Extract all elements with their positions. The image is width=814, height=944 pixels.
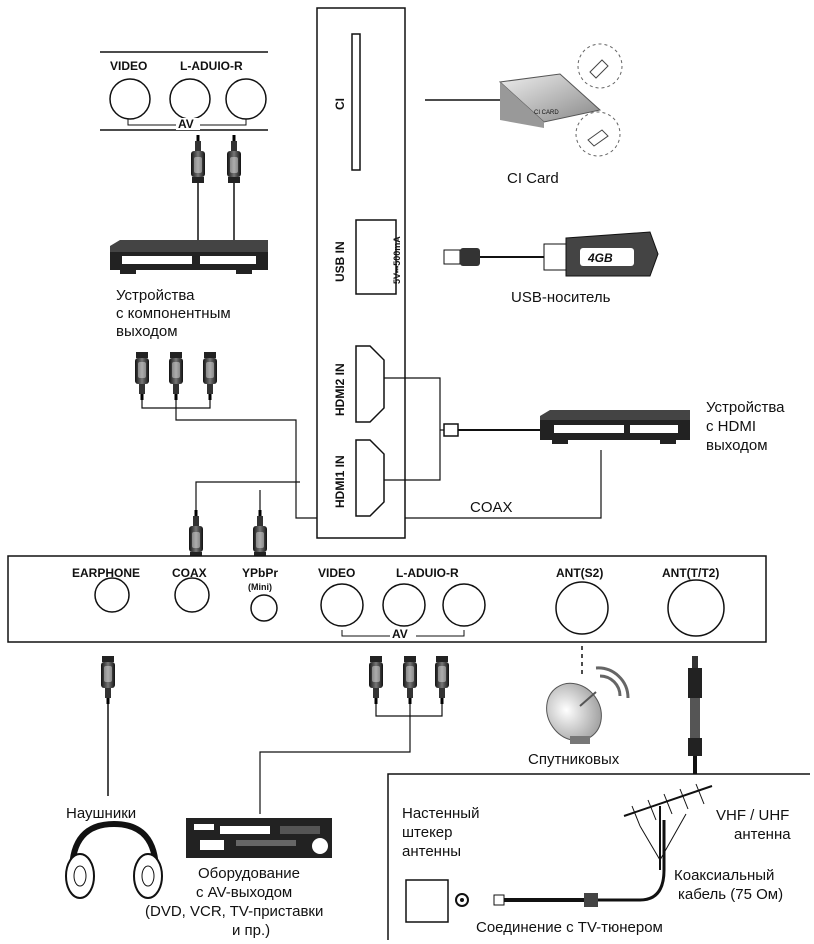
rca-plug-icon [169,352,183,400]
coax-label: COAX [172,566,207,580]
hdmi2-label: HDMI2 IN [333,363,347,416]
rca-plug-icon [203,352,217,400]
rca-plug-icon [403,656,417,704]
top-video-label: VIDEO [110,59,147,73]
av-equipment-label-2: с AV-выходом [196,884,292,901]
top-av-panel: VIDEO L-ADUIO-R AV [100,51,268,131]
top-av-group-label: AV [178,117,194,131]
component-device-icon [110,240,268,274]
cable-label-1: Коаксиальный [674,867,774,884]
bottom-av-group-label: AV [392,627,408,641]
usb-in-label: USB IN [333,241,347,282]
satellite-label: Спутниковых [528,751,620,768]
bottom-video-jack[interactable] [320,583,364,627]
antenna-plug-icon [688,656,702,756]
hdmi-plug-icon [443,423,459,437]
vhf-label-2: антенна [734,826,791,843]
coax-cable-label: COAX [470,499,513,516]
ci-card-icon: CI CARD [498,43,623,157]
coax-cable-icon [493,820,666,907]
component-device-label-1: Устройства [116,287,195,304]
bottom-video-label: VIDEO [318,566,355,580]
vhf-label-1: VHF / UHF [716,807,789,824]
earphone-plug-icon [101,656,115,704]
rca-plug-icon [189,510,203,558]
hdmi-device-icon [540,410,690,444]
ci-card-label: CI Card [507,170,559,187]
headphones-label: Наушники [66,805,136,822]
component-device-label-2: с компонентным [116,305,231,322]
ant-t-jack[interactable] [667,579,725,637]
hdmi-device-label-1: Устройства [706,399,785,416]
hdmi-device-label-3: выходом [706,437,768,454]
usb-rating-label: 5V⎓500mA [392,236,402,284]
cable-label-2: кабель (75 Ом) [678,886,783,903]
ant-s2-jack[interactable] [555,581,609,635]
top-audio-label: L-ADUIO-R [180,59,243,73]
av-equipment-label-3: (DVD, VCR, TV-приставки [145,903,323,920]
ci-slot-label: CI [333,98,347,110]
hdmi2-port[interactable] [355,345,385,423]
rca-plug-icon [369,656,383,704]
hdmi1-port[interactable] [355,439,385,517]
vhf-uhf-antenna-icon [623,783,713,870]
ant-s2-label: ANT(S2) [556,566,603,580]
ant-t-label: ANT(T/T2) [662,566,719,580]
hdmi1-label: HDMI1 IN [333,455,347,508]
wall-socket-icon [405,879,449,923]
earphone-jack[interactable] [94,577,130,613]
satellite-dish-icon [546,666,630,744]
wall-socket-label-1: Настенный [402,805,479,822]
earphone-label: EARPHONE [72,566,140,580]
antenna-box [387,773,810,940]
usb-media-label: USB-носитель [511,289,611,306]
usb-stick-icon: 4GB [443,231,659,277]
tuner-connection-label: Соединение с TV-тюнером [476,919,663,936]
top-audio-right-jack[interactable] [225,78,267,120]
hdmi-device-label-2: с HDMI [706,418,756,435]
rca-plug-icon [191,135,205,183]
rca-plug-icon [435,656,449,704]
top-video-jack[interactable] [109,78,151,120]
headphones-icon [65,820,163,899]
ypbpr-label: YPbPr [242,566,278,580]
top-audio-left-jack[interactable] [169,78,211,120]
ypbpr-jack[interactable] [250,594,278,622]
rca-plug-icon [135,352,149,400]
dvd-player-icon [186,818,332,858]
bottom-audio-right-jack[interactable] [442,583,486,627]
bottom-audio-label: L-ADUIO-R [396,566,459,580]
rca-plug-icon [227,135,241,183]
bottom-audio-left-jack[interactable] [382,583,426,627]
coax-jack[interactable] [174,577,210,613]
rca-plug-icon [253,510,267,558]
wall-socket-label-2: штекер [402,824,453,841]
usb-capacity-label: 4GB [587,251,613,265]
ypbpr-sub-label: (Mini) [248,582,272,592]
usb-port[interactable] [355,219,397,295]
wall-socket-label-3: антенны [402,843,461,860]
svg-text:CI CARD: CI CARD [534,110,559,116]
component-device-label-3: выходом [116,323,178,340]
av-equipment-label-4: и пр.) [232,922,270,939]
ci-slot[interactable] [351,33,361,171]
av-equipment-label-1: Оборудование [198,865,300,882]
